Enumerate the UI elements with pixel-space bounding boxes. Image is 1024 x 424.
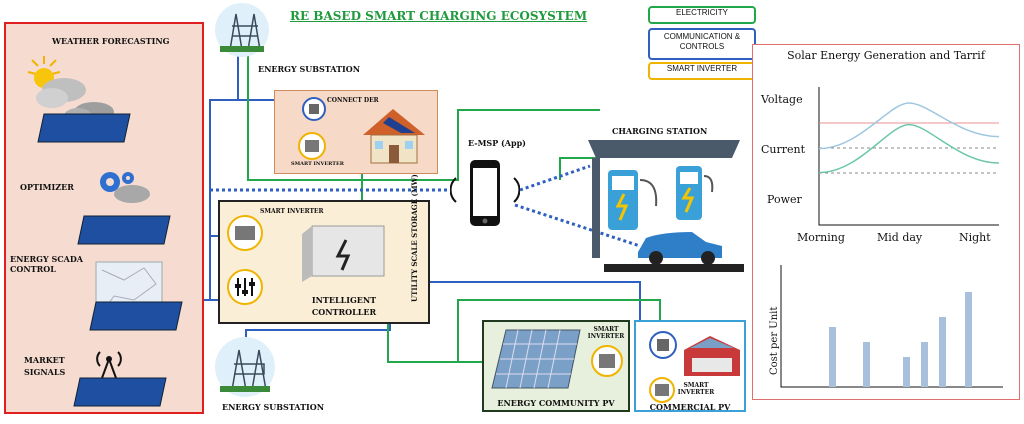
antenna-icon — [96, 351, 122, 379]
house-icon — [363, 109, 425, 164]
e-msp-app-label: E-MSP (App) — [468, 138, 526, 148]
gear-icon — [100, 172, 150, 203]
chart-title: Solar Energy Generation and Tarrif — [787, 49, 985, 62]
y-label-voltage: Voltage — [761, 93, 803, 106]
energy-community-pv-box: SMART INVERTER ENERGY COMMUNITY PV — [482, 320, 630, 412]
pv-array-icon — [491, 329, 581, 389]
solar-panel-icon — [73, 377, 167, 407]
bar-chart — [780, 265, 1003, 388]
weather-control-panel: WEATHER FORECASTING OPTIMIZER ENERGY SCA… — [4, 22, 204, 414]
connect-der-label: CONNECT DER — [327, 97, 379, 104]
solar-tariff-chart-panel: Solar Energy Generation and Tarrif Volta… — [752, 44, 1020, 400]
chart-series-line — [818, 102, 1000, 150]
bar — [939, 317, 946, 387]
house-der-box: CONNECT DER SMART INVERTER — [274, 90, 438, 174]
energy-community-pv-label: ENERGY COMMUNITY PV — [497, 398, 615, 408]
energy-substation-bottom-label: ENERGY SUBSTATION — [222, 402, 325, 412]
x-label-night: Night — [959, 231, 991, 244]
bar — [863, 342, 870, 387]
y-label-current: Current — [761, 143, 806, 156]
bar — [903, 357, 910, 387]
smart-inverter-community-label: SMART INVERTER — [587, 326, 625, 340]
substation-top-icon — [215, 3, 269, 57]
legend-smart-inverter: SMART INVERTER — [648, 62, 756, 80]
y-label-power: Power — [767, 193, 802, 206]
bar — [829, 327, 836, 387]
connector-icon — [649, 331, 677, 359]
chart-series-line — [818, 123, 1000, 174]
connector-icon — [302, 97, 326, 121]
solar-panel-icon — [77, 215, 171, 245]
solar-panel-icon — [37, 113, 131, 143]
substation-bottom-icon — [215, 337, 275, 397]
phone-icon — [450, 160, 520, 226]
charging-station-label: CHARGING STATION — [612, 126, 708, 136]
line-chart — [818, 87, 1000, 226]
battery-storage-icon — [302, 225, 385, 282]
smart-inverter-icon — [298, 132, 326, 160]
smart-inverter-commercial-label: SMART INVERTER — [677, 382, 715, 396]
bar — [965, 292, 972, 387]
bar — [921, 342, 928, 387]
x-label-midday: Mid day — [877, 231, 923, 244]
diagram-title: RE BASED SMART CHARGING ECOSYSTEM — [290, 9, 588, 23]
commercial-building-icon — [684, 336, 740, 376]
smart-inverter-storage-label: SMART INVERTER — [260, 208, 324, 215]
commercial-pv-box: SMART INVERTER COMMERCIAL PV — [634, 320, 746, 412]
smart-inverter-house-label: SMART INVERTER — [291, 161, 344, 167]
commercial-pv-label: COMMERCIAL PV — [649, 402, 731, 412]
intelligent-controller-label: INTELLIGENT CONTROLLER — [311, 295, 377, 317]
market-signals-label: MARKET SIGNALS — [24, 355, 66, 377]
smart-inverter-icon — [227, 215, 263, 251]
x-label-morning: Morning — [797, 231, 845, 244]
optimizer-label: OPTIMIZER — [20, 182, 74, 192]
controller-icon — [227, 269, 263, 305]
smart-inverter-icon — [649, 377, 675, 403]
utility-scale-storage-label: UTILITY SCALE STORAGE (MW) — [410, 174, 419, 302]
energy-scada-control-label: ENERGY SCADA CONTROL — [10, 254, 83, 274]
line-chart-axes — [818, 87, 999, 226]
energy-substation-top-label: ENERGY SUBSTATION — [258, 64, 361, 74]
solar-panel-icon — [89, 301, 183, 331]
utility-storage-box: SMART INVERTER INTELLIGENT CONTROLLER UT… — [218, 174, 430, 324]
bar-chart-axes — [780, 265, 1003, 388]
legend-electricity: ELECTRICITY — [648, 6, 756, 24]
charging-station-icon — [588, 140, 744, 272]
smart-inverter-icon — [591, 345, 623, 377]
weather-forecasting-label: WEATHER FORECASTING — [52, 36, 170, 46]
legend-communication: COMMUNICATION & CONTROLS — [648, 28, 756, 60]
